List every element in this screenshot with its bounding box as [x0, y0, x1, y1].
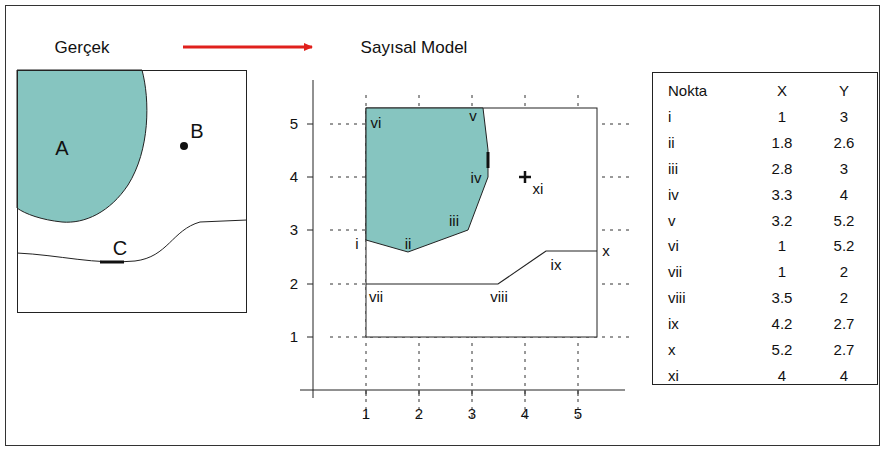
table-cell: 1 — [778, 109, 786, 126]
point-label: iv — [471, 170, 482, 187]
table-cell: 2.7 — [834, 342, 855, 359]
table-cell: 1 — [778, 264, 786, 281]
table-cell: 2.8 — [772, 160, 793, 177]
point-label: ix — [551, 257, 562, 274]
axis-number: 5 — [290, 116, 298, 133]
title-label: Sayısal Model — [361, 39, 468, 58]
table-cell: ii — [668, 135, 675, 152]
table-header: X — [777, 83, 787, 100]
table-cell: x — [668, 342, 676, 359]
table-cell: 5.2 — [834, 212, 855, 229]
axis-number: 3 — [290, 222, 298, 239]
axis-number: 5 — [574, 406, 582, 423]
point-label: i — [355, 236, 358, 253]
table-cell: 4 — [840, 186, 848, 203]
real-world-panel: A B C — [17, 70, 247, 313]
point-label: x — [602, 243, 610, 260]
table-cell: 1.8 — [772, 135, 793, 152]
table-cell: 2 — [840, 264, 848, 281]
table-cell: 3 — [840, 109, 848, 126]
point-label: iii — [449, 213, 459, 230]
table-cell: 3 — [840, 160, 848, 177]
region-label: C — [113, 237, 127, 259]
table-cell: 5.2 — [834, 238, 855, 255]
table-cell: vi — [668, 238, 679, 255]
region-label: A — [55, 137, 68, 159]
table-cell: ix — [668, 316, 679, 333]
table-cell: 3.2 — [772, 212, 793, 229]
table-cell: 2.6 — [834, 135, 855, 152]
table-cell: xi — [668, 368, 679, 385]
table-cell: 3.5 — [772, 290, 793, 307]
table-cell: viii — [668, 290, 686, 307]
axis-number: 2 — [290, 276, 298, 293]
point-label: v — [469, 108, 477, 125]
axis-number: 4 — [290, 169, 298, 186]
point-label: ii — [405, 236, 412, 253]
table-cell: iv — [668, 186, 679, 203]
table-cell: vii — [668, 264, 682, 281]
table-header: Nokta — [668, 83, 707, 100]
table-cell: iii — [668, 160, 678, 177]
table-cell: 4.2 — [772, 316, 793, 333]
axis-number: 4 — [521, 406, 529, 423]
point-label: vi — [371, 115, 382, 132]
table-cell: v — [668, 212, 676, 229]
table-cell: 5.2 — [772, 342, 793, 359]
table-cell: 4 — [778, 368, 786, 385]
table-cell: 2.7 — [834, 316, 855, 333]
axis-number: 1 — [290, 329, 298, 346]
title-label: Gerçek — [55, 39, 110, 58]
table-header: Y — [839, 83, 849, 100]
axis-number: 1 — [362, 406, 370, 423]
region-label: B — [190, 120, 203, 142]
table-cell: 3.3 — [772, 186, 793, 203]
table-cell: i — [668, 109, 671, 126]
point-label: viii — [490, 289, 508, 306]
axis-number: 3 — [468, 406, 476, 423]
table-cell: 1 — [778, 238, 786, 255]
point-label: vii — [369, 289, 383, 306]
table-cell: 4 — [840, 368, 848, 385]
axis-number: 2 — [415, 406, 423, 423]
table-cell: 2 — [840, 290, 848, 307]
coordinate-table: Nokta X Yi 1 3 ii 1.8 2.6 iii 2.8 3 iv 3.3 4 v 3.2 5.2 vi… — [652, 72, 878, 385]
point-label: xi — [533, 181, 544, 198]
